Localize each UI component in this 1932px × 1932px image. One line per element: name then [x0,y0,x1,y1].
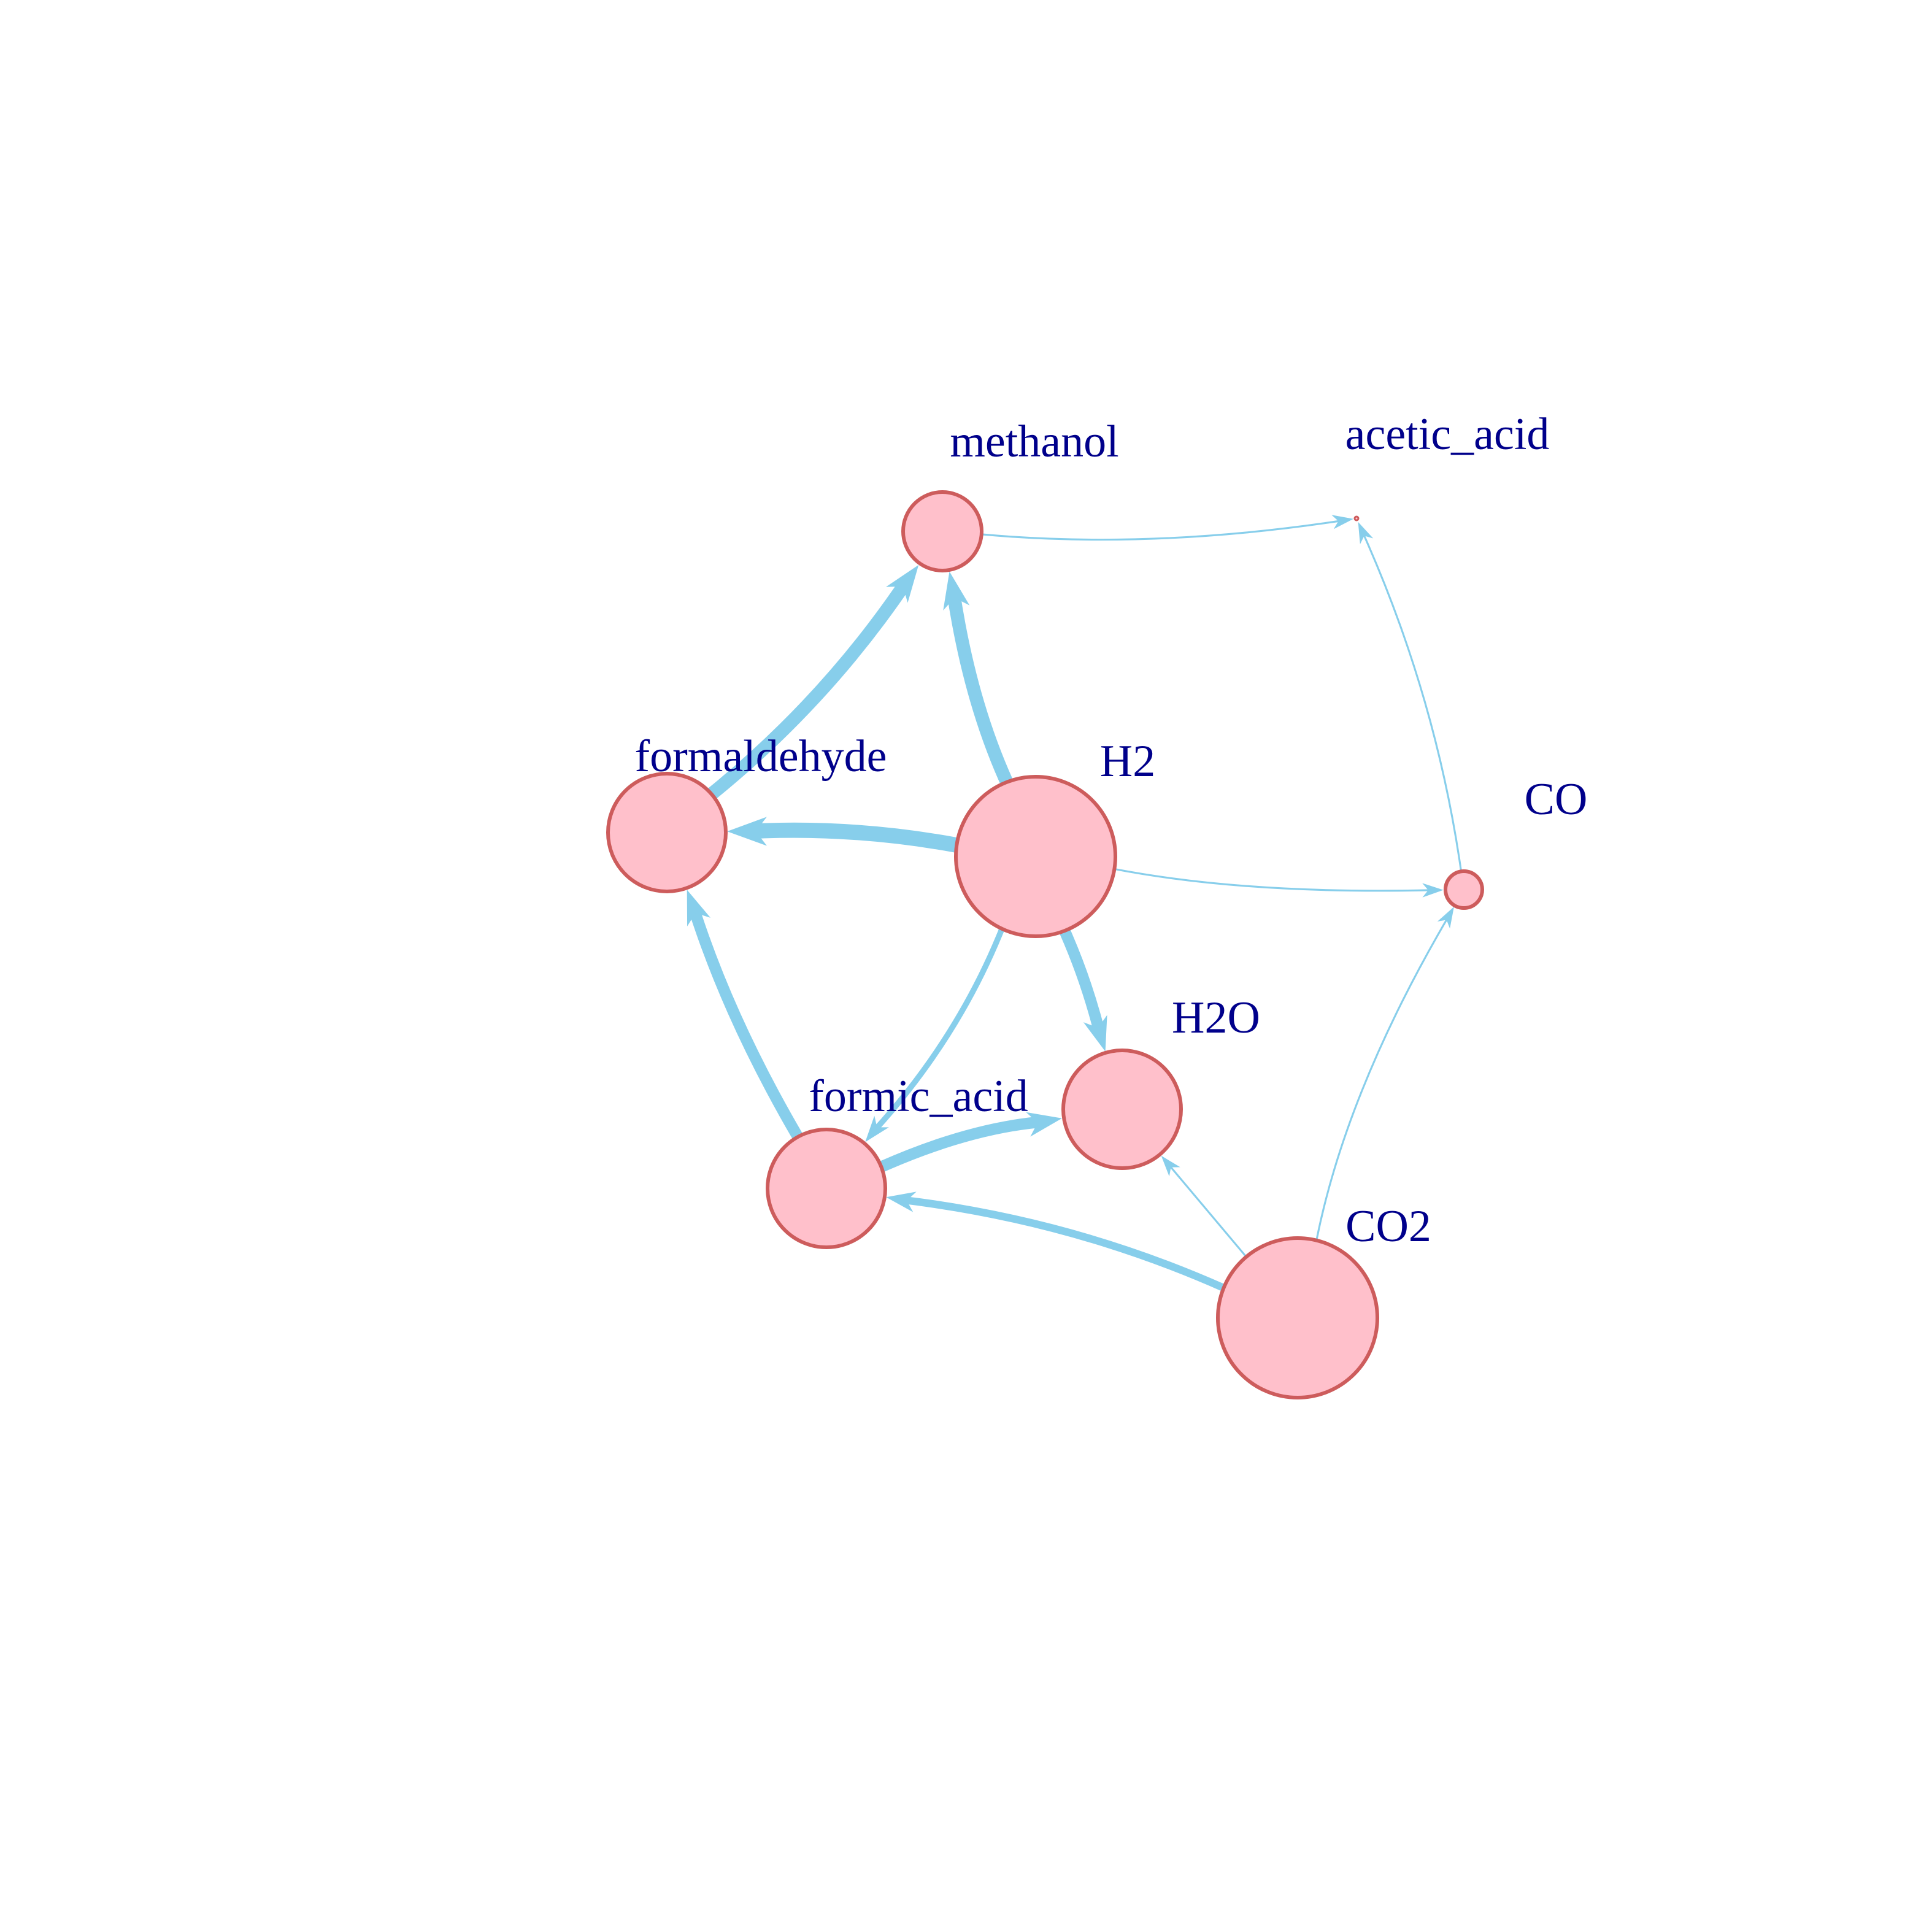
node-label-H2O: H2O [1172,993,1260,1043]
node-label-CO2: CO2 [1345,1201,1431,1252]
arrowhead [687,890,711,926]
edge-formaldehyde-to-methanol [707,564,919,799]
edge-H2-to-formaldehyde [727,817,958,853]
arrowhead [1358,521,1374,544]
edge-line [947,590,1013,785]
edge-H2-to-methanol [943,571,1013,785]
edge-line [872,928,1005,1133]
edge-H2-to-H2O [1059,929,1107,1052]
edge-line [901,1196,1225,1291]
node-H2O [1061,1049,1183,1170]
edge-CO2-to-CO [1315,906,1454,1241]
edge-line [688,906,802,1139]
node-acetic_acid [1353,515,1360,521]
edge-line [1115,868,1432,892]
edge-line [1168,1164,1247,1257]
edge-formic_acid-to-formaldehyde [687,890,802,1139]
arrowhead [1161,1155,1180,1177]
edge-line [1361,532,1463,872]
arrowhead [1437,906,1454,929]
edge-line [707,577,912,799]
edge-CO2-to-formic_acid [886,1191,1225,1291]
edge-formic_acid-to-H2O [879,1112,1062,1172]
arrowhead [865,1115,889,1142]
edges-layer [687,515,1463,1291]
edge-CO2-to-H2O [1161,1155,1247,1257]
arrowhead [886,564,919,603]
edge-line [879,1115,1044,1172]
node-label-CO: CO [1525,774,1588,825]
edge-methanol-to-acetic_acid [982,515,1353,541]
arrowhead [943,571,970,610]
node-label-acetic_acid: acetic_acid [1345,409,1550,460]
node-CO [1444,869,1484,910]
nodes-layer [606,490,1484,1399]
arrowhead [1422,883,1444,898]
edge-line [982,520,1342,541]
edge-line [749,822,958,853]
node-formaldehyde [606,772,728,893]
arrowhead [1331,515,1353,529]
edge-line [1315,916,1449,1241]
node-label-methanol: methanol [950,417,1118,467]
node-CO2 [1216,1236,1379,1399]
node-formic_acid [766,1128,887,1249]
arrowhead [1083,1015,1107,1052]
node-label-formaldehyde: formaldehyde [635,731,887,782]
arrowhead [886,1191,917,1212]
arrowhead [1026,1112,1062,1137]
node-methanol [901,490,983,572]
edge-line [1059,929,1106,1035]
arrowhead [727,817,767,846]
edge-CO-to-acetic_acid [1358,521,1463,872]
edge-H2-to-CO [1115,868,1444,898]
edge-H2-to-formic_acid [865,928,1005,1142]
node-H2 [954,775,1117,938]
node-label-H2: H2 [1100,736,1155,787]
node-label-formic_acid: formic_acid [809,1071,1028,1122]
